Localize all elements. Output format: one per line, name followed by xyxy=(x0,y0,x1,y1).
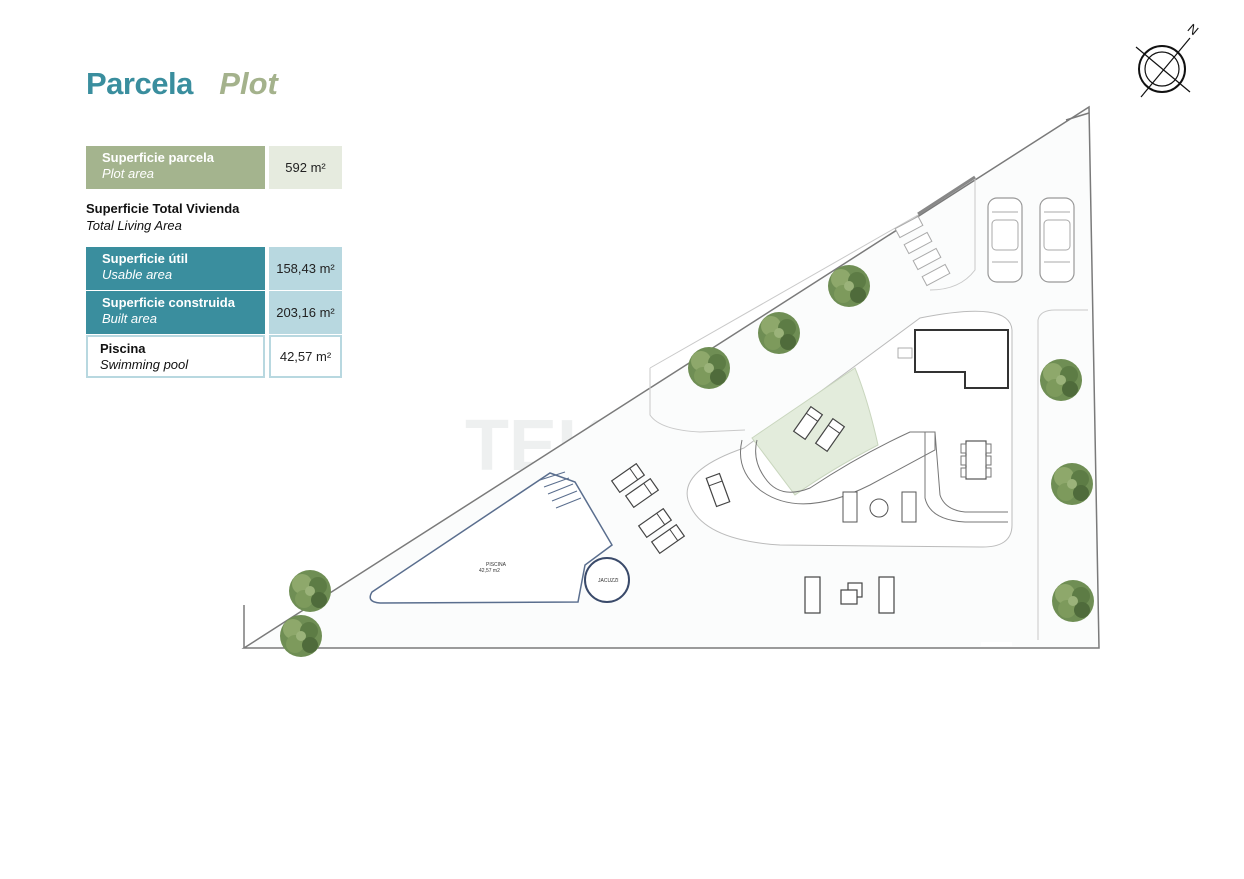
pool-area-label: Piscina Swimming pool xyxy=(86,335,265,378)
terrace-seating xyxy=(842,491,917,523)
total-living-area-heading: Superficie Total Vivienda Total Living A… xyxy=(86,200,239,234)
tree-icon xyxy=(1051,463,1093,505)
pool-label: PISCINA xyxy=(486,562,507,568)
plot-area-label: Superficie parcela Plot area xyxy=(86,146,265,189)
plot-area-label-es: Superficie parcela xyxy=(102,150,214,165)
built-area-label-es: Superficie construida xyxy=(102,295,235,310)
tree-icon xyxy=(280,615,322,657)
built-area-label: Superficie construida Built area xyxy=(86,291,265,334)
plot-area-value: 592 m² xyxy=(269,146,342,189)
pool-steps xyxy=(539,471,582,509)
swimming-pool xyxy=(369,472,613,604)
jacuzzi-label: JACUZZI xyxy=(598,578,619,584)
pool-area-value: 42,57 m² xyxy=(269,335,342,378)
pool-area-row: Piscina Swimming pool 42,57 m² xyxy=(86,335,342,378)
tree-icon xyxy=(1052,580,1094,622)
usable-area-value: 158,43 m² xyxy=(269,247,342,290)
pool-area-label-en: Swimming pool xyxy=(100,357,189,372)
title-english: Plot xyxy=(219,66,278,101)
pool-area-label: 42,57 m2 xyxy=(479,568,500,574)
built-area-label-en: Built area xyxy=(102,311,157,326)
plot-area-row: Superficie parcela Plot area 592 m² xyxy=(86,146,342,189)
garden-steps xyxy=(894,215,951,287)
terrace-steps xyxy=(740,431,1008,523)
tree-icon xyxy=(758,312,800,354)
pool-area-label-es: Piscina xyxy=(100,341,146,356)
jacuzzi xyxy=(584,557,630,603)
total-living-label-en: Total Living Area xyxy=(86,218,182,233)
north-compass-icon xyxy=(1135,37,1191,98)
built-area-value: 203,16 m² xyxy=(269,291,342,334)
total-living-label-es: Superficie Total Vivienda xyxy=(86,201,240,216)
parked-car-icon xyxy=(1039,197,1075,283)
plot-area-label-en: Plot area xyxy=(102,166,155,181)
parked-car-icon xyxy=(987,197,1023,283)
dining-table xyxy=(960,440,992,480)
usable-area-label: Superficie útil Usable area xyxy=(86,247,265,290)
compass-north-label: N xyxy=(1185,21,1202,39)
built-area-row: Superficie construida Built area 203,16 … xyxy=(86,291,342,334)
tree-icon xyxy=(688,347,730,389)
garden-furniture xyxy=(804,576,895,614)
usable-area-row: Superficie útil Usable area 158,43 m² xyxy=(86,247,342,290)
tree-icon xyxy=(828,265,870,307)
tree-icon xyxy=(1040,359,1082,401)
house-building xyxy=(914,329,1009,389)
garden-lawn xyxy=(751,367,879,496)
title-spanish: Parcela xyxy=(86,66,193,101)
usable-area-label-es: Superficie útil xyxy=(102,251,188,266)
usable-area-label-en: Usable area xyxy=(102,267,173,282)
tree-icon xyxy=(289,570,331,612)
page-title: Parcela Plot xyxy=(86,66,278,112)
